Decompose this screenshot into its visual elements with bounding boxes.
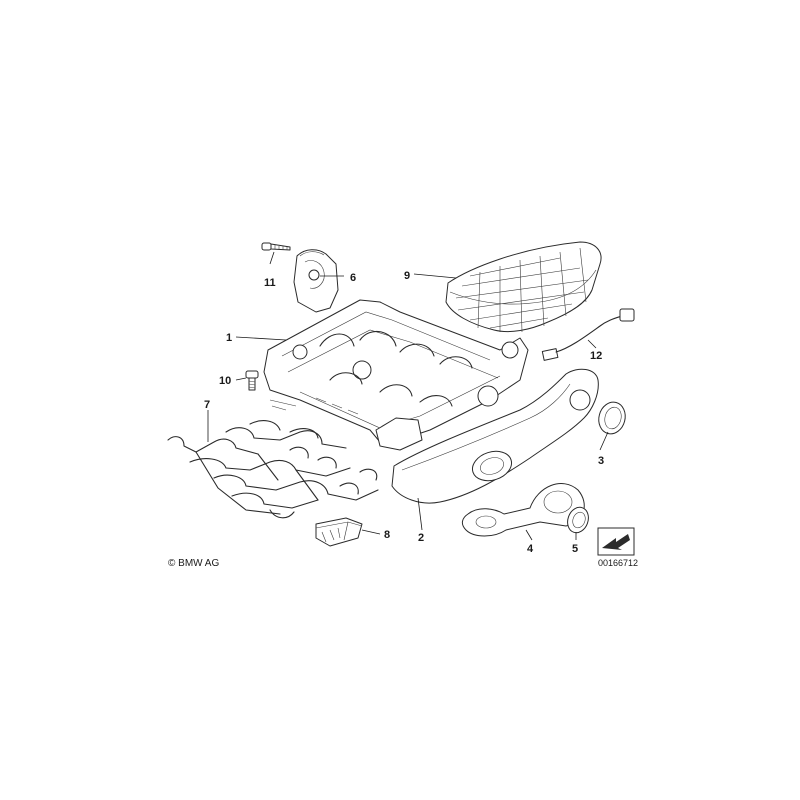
part-12-cable[interactable]	[541, 308, 635, 361]
part-8-connector[interactable]	[315, 517, 363, 547]
part-2-side-trim[interactable]	[391, 368, 599, 504]
part-5-small-cap[interactable]	[564, 504, 592, 535]
callout-11: 11	[264, 277, 276, 289]
callout-9: 9	[404, 270, 410, 282]
copyright: © BMW AG	[168, 558, 219, 569]
part-11-bolt[interactable]	[261, 242, 291, 251]
image-number: 00166712	[598, 558, 638, 568]
callout-2: 2	[418, 532, 424, 544]
callout-6: 6	[350, 272, 356, 284]
callout-1: 1	[226, 332, 232, 344]
callout-5: 5	[572, 543, 578, 555]
callout-10: 10	[219, 375, 231, 387]
direction-arrow-icon	[597, 527, 635, 556]
part-6-recliner-cover[interactable]	[293, 249, 339, 313]
callout-3: 3	[598, 455, 604, 467]
part-10-screw[interactable]	[245, 370, 259, 391]
callout-12: 12	[590, 350, 602, 362]
part-1-seat-frame[interactable]	[263, 299, 529, 451]
part-3-round-cap[interactable]	[595, 399, 628, 437]
callout-4: 4	[527, 543, 534, 555]
part-7-spring-mat[interactable]	[167, 420, 379, 519]
callout-8: 8	[384, 529, 390, 541]
callout-7: 7	[204, 399, 210, 411]
part-9-seat-pad[interactable]	[445, 241, 602, 333]
part-4-handle-trim[interactable]	[461, 483, 585, 537]
leader-lines	[207, 251, 609, 541]
